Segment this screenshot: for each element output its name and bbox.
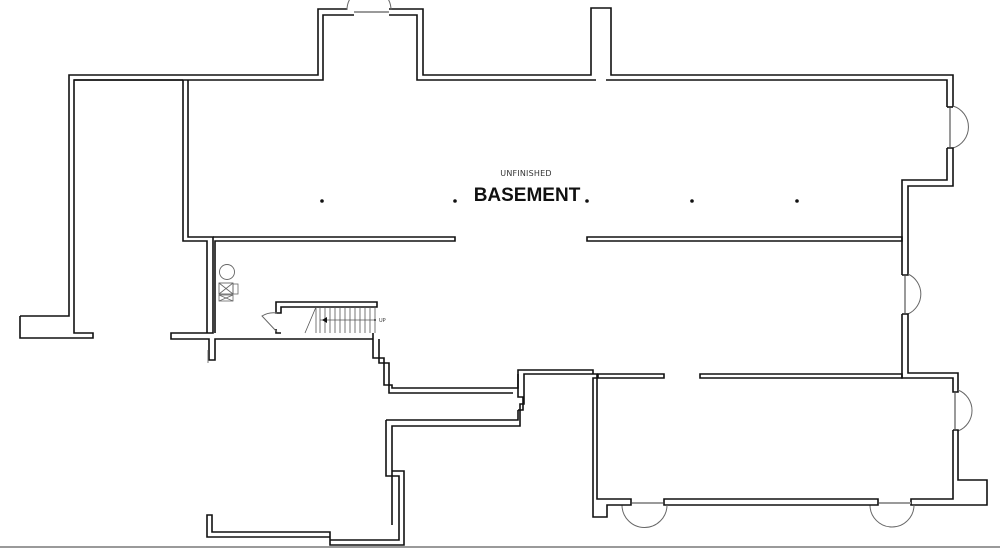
- room-status-label: UNFINISHED: [500, 169, 551, 178]
- stair-treads: [304, 306, 376, 334]
- partition-north-right: [586, 236, 903, 242]
- support-columns: [320, 199, 799, 203]
- water-heater-icon: [219, 264, 235, 280]
- room-name-label: BASEMENT: [474, 185, 581, 206]
- north-window-arc: [346, 0, 392, 11]
- column-icon: [585, 199, 589, 203]
- partition-south-left: [597, 373, 665, 379]
- mechanical-equipment: [218, 264, 239, 302]
- column-icon: [320, 199, 324, 203]
- column-icon: [795, 199, 799, 203]
- interior-partitions: [586, 236, 903, 379]
- stair: UP: [261, 301, 386, 334]
- stair-arrow-icon: [322, 317, 327, 323]
- column-icon: [453, 199, 457, 203]
- page-bottom-rule: [0, 546, 1000, 548]
- stair-up-label: UP: [379, 318, 386, 324]
- south-window-2-arc: [869, 504, 915, 528]
- exterior-walls: [19, 0, 988, 546]
- east-window-1-arc: [952, 105, 969, 149]
- south-window-1-arc: [621, 504, 668, 528]
- column-icon: [690, 199, 694, 203]
- east-window-2-arc: [907, 273, 922, 315]
- partition-south-right: [699, 373, 903, 379]
- east-window-3-arc: [957, 389, 973, 432]
